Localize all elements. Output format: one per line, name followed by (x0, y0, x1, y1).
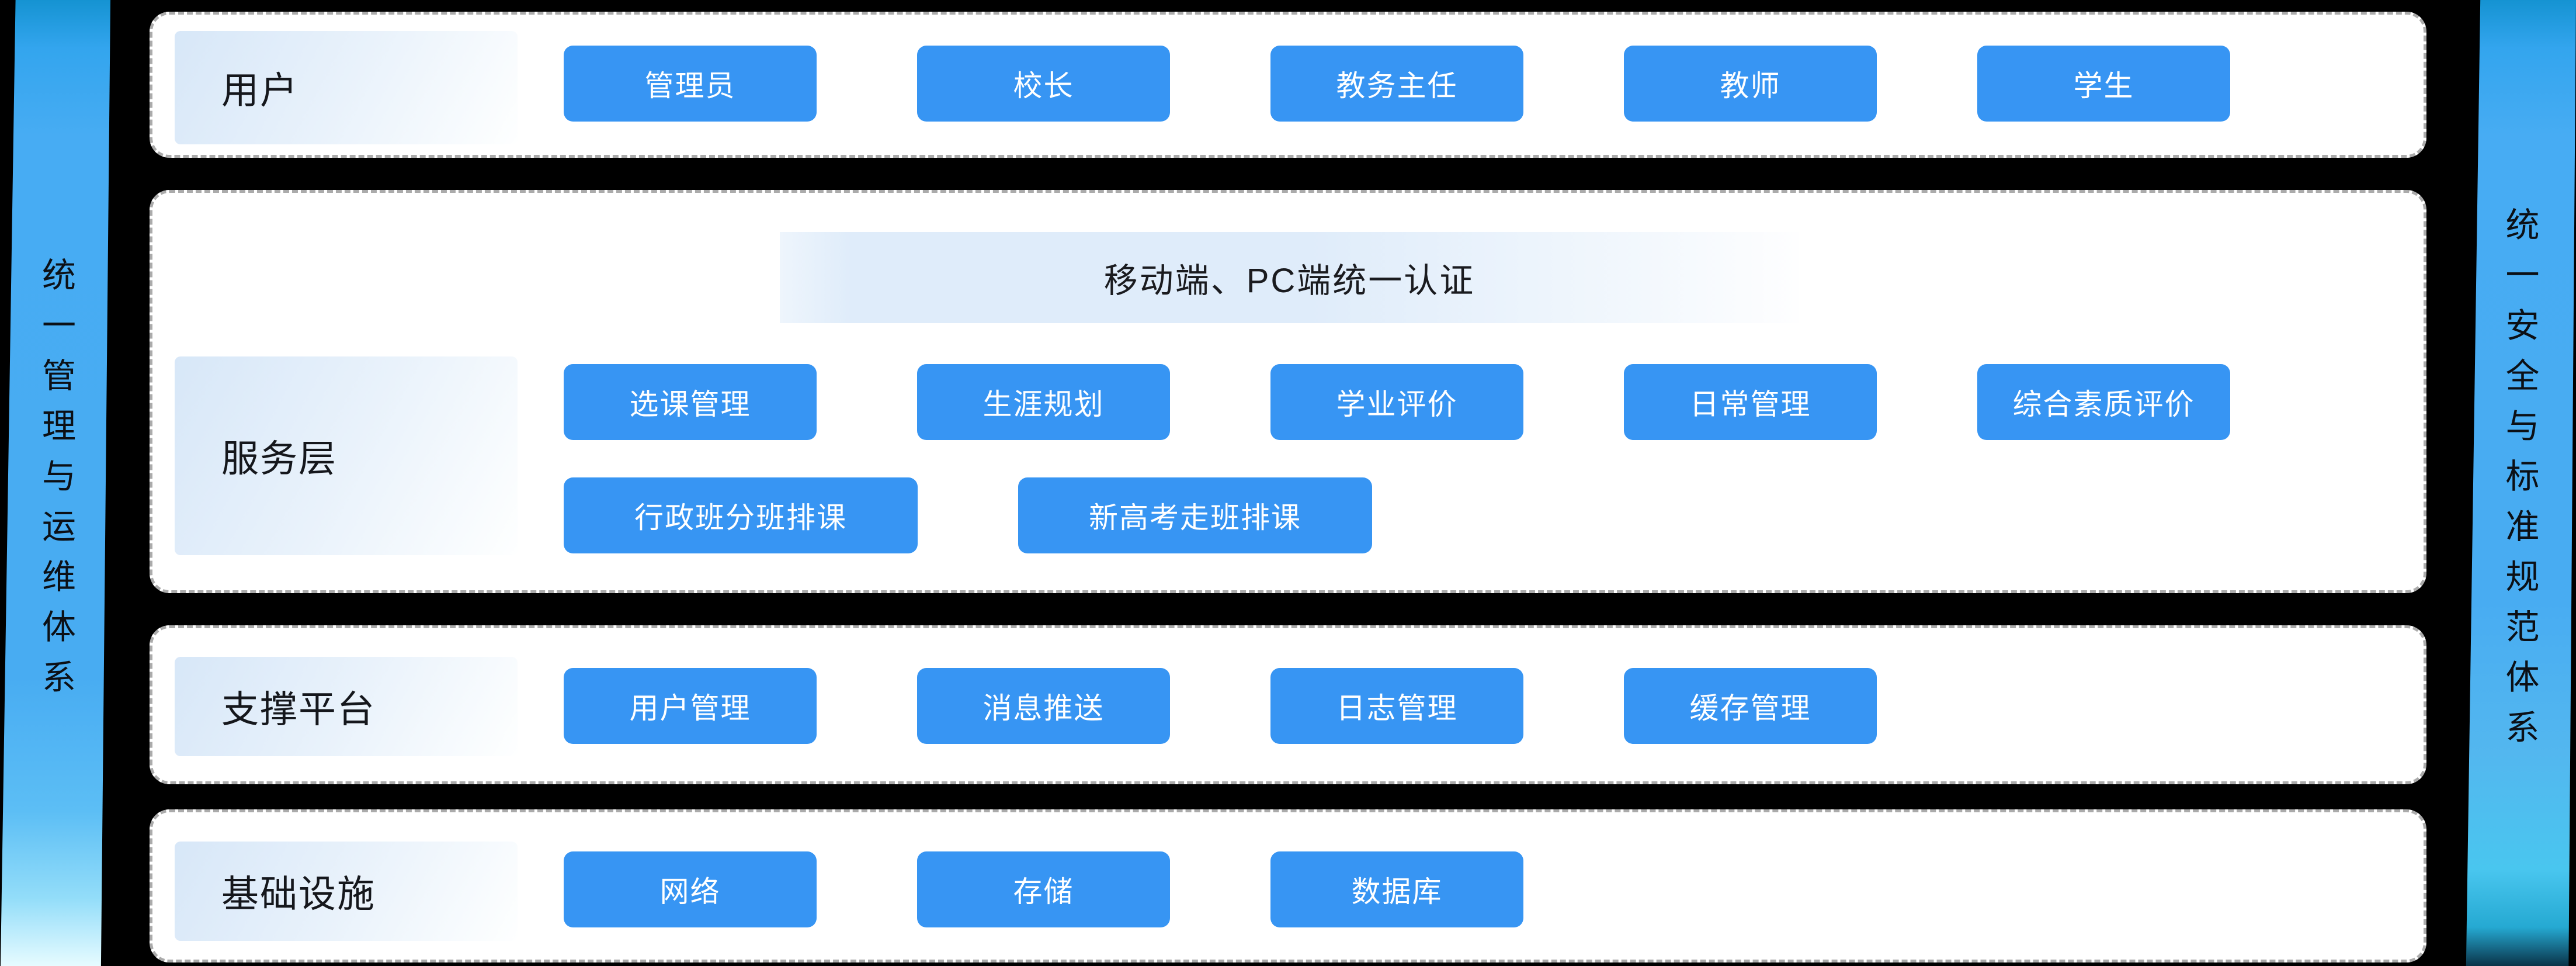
platform-chip: 用户管理 (564, 668, 817, 744)
support-platform-label: 支撑平台 (175, 657, 518, 756)
infra-chip: 数据库 (1270, 851, 1523, 927)
users-layer-label: 用户 (175, 31, 518, 144)
role-chip: 校长 (917, 46, 1170, 122)
role-chip: 管理员 (564, 46, 817, 122)
service-layer-panel: 移动端、PC端统一认证 服务层 选课管理 生涯规划 学业评价 日常管理 综合素质评价 行… (150, 190, 2426, 593)
service-chip: 日常管理 (1624, 364, 1877, 440)
left-ribbon-text: 统一管理与运维体系 (37, 257, 75, 709)
left-ribbon-unified-management: 统一管理与运维体系 (0, 0, 111, 966)
unified-auth-banner: 移动端、PC端统一认证 (780, 232, 1799, 323)
service-chips-row-2: 行政班分班排课 新高考走班排课 (564, 477, 1372, 553)
infrastructure-panel: 基础设施 网络 存储 数据库 (150, 809, 2426, 962)
right-ribbon-unified-security: 统一安全与标准规范体系 (2466, 0, 2576, 966)
service-chip: 行政班分班排课 (564, 477, 918, 553)
role-chip: 教师 (1624, 46, 1877, 122)
infrastructure-chips: 网络 存储 数据库 (564, 851, 1523, 927)
role-chip: 教务主任 (1270, 46, 1523, 122)
users-layer-panel: 用户 管理员 校长 教务主任 教师 学生 (150, 12, 2426, 158)
infra-chip: 网络 (564, 851, 817, 927)
service-chip: 生涯规划 (917, 364, 1170, 440)
role-chip: 学生 (1977, 46, 2230, 122)
service-layer-label: 服务层 (175, 356, 518, 555)
infrastructure-label: 基础设施 (175, 842, 518, 941)
service-chip: 新高考走班排课 (1018, 477, 1372, 553)
user-role-chips: 管理员 校长 教务主任 教师 学生 (564, 46, 2230, 122)
service-chips-row-1: 选课管理 生涯规划 学业评价 日常管理 综合素质评价 (564, 364, 2230, 440)
service-chip: 选课管理 (564, 364, 817, 440)
platform-chip: 日志管理 (1270, 668, 1523, 744)
support-platform-panel: 支撑平台 用户管理 消息推送 日志管理 缓存管理 (150, 625, 2426, 784)
platform-chip: 缓存管理 (1624, 668, 1877, 744)
right-ribbon-text: 统一安全与标准规范体系 (2500, 206, 2539, 760)
service-chip: 综合素质评价 (1977, 364, 2230, 440)
platform-chips: 用户管理 消息推送 日志管理 缓存管理 (564, 668, 1877, 744)
service-chip: 学业评价 (1270, 364, 1523, 440)
infra-chip: 存储 (917, 851, 1170, 927)
platform-chip: 消息推送 (917, 668, 1170, 744)
